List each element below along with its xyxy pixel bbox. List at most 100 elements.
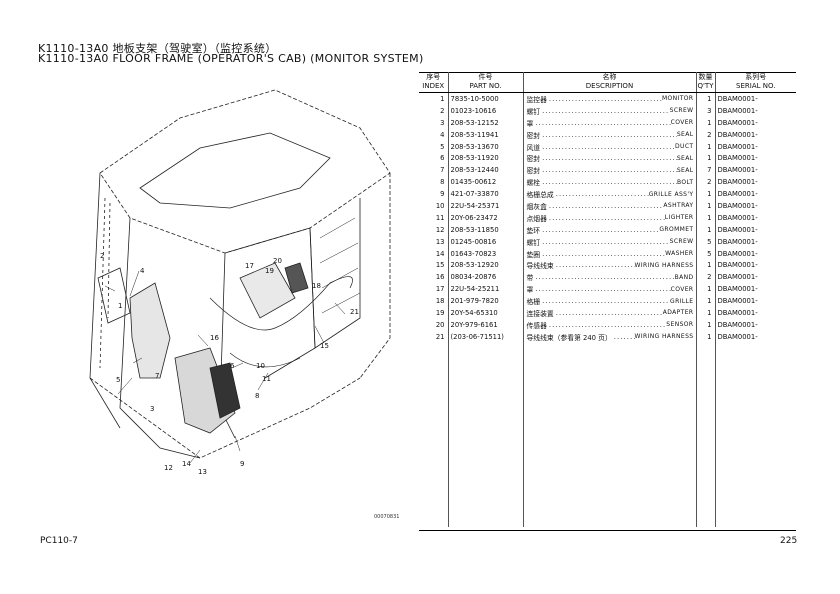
callout-10: 10 — [256, 362, 265, 370]
cell-qty: 3 — [695, 104, 715, 117]
callout-6: 6 — [230, 362, 235, 370]
cell-part-no: 22U-54-25371 — [447, 200, 523, 212]
cell-part-no: 7835-10-5000 — [447, 92, 523, 105]
description-chinese: 密封 — [526, 155, 541, 164]
leader-dots: ........................................… — [542, 106, 670, 115]
table-bottom-rule — [419, 530, 796, 531]
cell-serial-no: DBAM0001- — [714, 128, 796, 141]
cab-side-pillar — [359, 173, 391, 379]
table-row: 21(203-06-71511)导线线束（参看第 240 页）.........… — [419, 330, 796, 343]
duct-assembly — [129, 282, 171, 379]
cell-index: 5 — [440, 142, 445, 151]
cell-qty: 1 — [695, 188, 715, 201]
leader-dots: ........................................… — [555, 261, 635, 270]
description-english: SCREW — [669, 107, 694, 115]
cell-part-no: (203-06-71511) — [447, 330, 523, 343]
description-chinese: 烟灰盒 — [526, 202, 547, 211]
cell-index: 1 — [440, 94, 445, 103]
cell-part-no: 208-53-11850 — [447, 223, 523, 236]
cell-qty: 2 — [695, 271, 715, 284]
callout-9: 9 — [240, 460, 244, 468]
cell-qty: 5 — [695, 235, 715, 248]
cell-qty: 1 — [695, 318, 715, 331]
leader-dots: ........................................… — [613, 332, 635, 341]
description-chinese: 监控器 — [526, 95, 547, 104]
harness-line — [209, 276, 353, 331]
cell-description: 螺钉......................................… — [522, 235, 696, 248]
cab-drawing-svg: 1 2 3 4 5 6 7 8 9 10 11 12 13 14 15 16 1… — [89, 89, 391, 476]
description-english: WIRING HARNESS — [634, 261, 694, 269]
description-english: GRILLE — [670, 297, 694, 305]
cab-roof-window — [139, 132, 331, 209]
cell-qty: 1 — [695, 152, 715, 165]
cell-serial-no: DBAM0001- — [714, 295, 796, 308]
leader-dots: ........................................… — [535, 285, 670, 294]
callout-5: 5 — [116, 376, 120, 384]
description-english: COVER — [670, 285, 694, 293]
cell-index: 21 — [435, 332, 445, 341]
cell-serial-no: DBAM0001- — [714, 116, 796, 129]
cell-serial-no: DBAM0001- — [714, 271, 796, 284]
grille-assembly — [239, 262, 296, 319]
leader-dots: ........................................… — [542, 142, 676, 151]
cell-qty: 1 — [695, 140, 715, 153]
cell-index: 11 — [435, 213, 445, 222]
callout-8: 8 — [255, 392, 259, 400]
cell-part-no: 208-53-11941 — [447, 128, 523, 141]
cell-qty: 5 — [695, 247, 715, 260]
callout-2: 2 — [100, 252, 104, 260]
ashtray — [284, 262, 309, 294]
cell-description: 罩.......................................… — [522, 116, 696, 129]
cell-qty: 1 — [695, 200, 715, 212]
leader-dots: ........................................… — [555, 308, 663, 317]
description-chinese: 点烟器 — [526, 214, 547, 223]
footer-model: PC110-7 — [40, 536, 78, 546]
callout-15: 15 — [320, 342, 329, 350]
cell-index: 6 — [440, 154, 445, 163]
description-chinese: 螺栓 — [526, 179, 541, 188]
cell-qty: 2 — [695, 176, 715, 189]
cell-part-no: 201-979-7820 — [447, 295, 523, 308]
description-chinese: 导线线束 — [526, 262, 554, 271]
cell-description: 点烟器.....................................… — [522, 211, 696, 224]
leader-dots: ........................................… — [535, 273, 674, 282]
monitor-unit — [97, 267, 131, 324]
harness-line-2 — [229, 352, 301, 368]
cell-index: 13 — [435, 237, 445, 246]
description-chinese: 带 — [526, 274, 534, 283]
description-english: SCREW — [669, 238, 694, 246]
callout-16: 16 — [210, 334, 219, 342]
cell-description: 格栅......................................… — [522, 295, 696, 308]
cell-part-no: 208-53-12440 — [447, 164, 523, 177]
cell-description: 螺钉......................................… — [522, 104, 696, 117]
description-chinese: 风道 — [526, 143, 541, 152]
description-chinese: 罩 — [526, 286, 534, 295]
cell-part-no: 01023-10616 — [447, 104, 523, 117]
cell-description: 风道......................................… — [522, 140, 696, 153]
cell-index: 20 — [435, 320, 445, 329]
description-english: WASHER — [665, 250, 694, 258]
footer-page-number: 225 — [780, 536, 798, 546]
drawing-id: 00070831 — [374, 514, 400, 520]
callout-3: 3 — [150, 405, 154, 413]
cell-serial-no: DBAM0001- — [714, 318, 796, 331]
cell-description: 导线线束....................................… — [522, 259, 696, 272]
cell-serial-no: DBAM0001- — [714, 164, 796, 177]
cell-index: 15 — [435, 261, 445, 270]
description-chinese: 垫环 — [526, 226, 541, 235]
leader-dots: ........................................… — [542, 154, 677, 163]
